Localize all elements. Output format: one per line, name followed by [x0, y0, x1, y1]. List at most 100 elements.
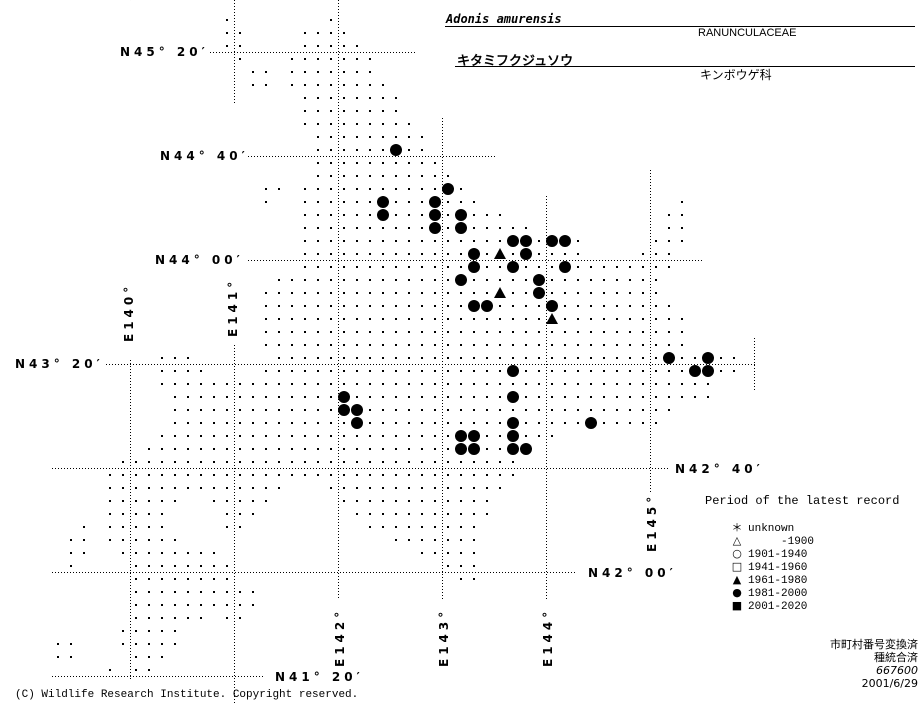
- family-latin: RANUNCULACEAE: [698, 27, 797, 39]
- mesh-dot: [434, 448, 436, 450]
- mesh-dot: [551, 253, 553, 255]
- mesh-dot: [499, 474, 501, 476]
- mesh-dot: [304, 344, 306, 346]
- lat-label-n41-20: N41° 20′: [275, 670, 364, 684]
- mesh-dot: [265, 396, 267, 398]
- mesh-dot: [369, 71, 371, 73]
- mesh-dot: [174, 487, 176, 489]
- mesh-dot: [486, 435, 488, 437]
- mesh-dot: [447, 344, 449, 346]
- mesh-dot: [148, 630, 150, 632]
- mesh-dot: [343, 279, 345, 281]
- mesh-dot: [486, 253, 488, 255]
- mesh-dot: [382, 409, 384, 411]
- mesh-dot: [616, 357, 618, 359]
- mesh-dot: [616, 266, 618, 268]
- mesh-dot: [616, 331, 618, 333]
- mesh-dot: [525, 422, 527, 424]
- mesh-dot: [213, 461, 215, 463]
- mesh-dot: [460, 409, 462, 411]
- mesh-dot: [265, 188, 267, 190]
- mesh-dot: [460, 383, 462, 385]
- lon-label-e145: E145°: [645, 492, 659, 552]
- scientific-name-underline: [445, 26, 915, 27]
- mesh-dot: [174, 396, 176, 398]
- mesh-dot: [577, 370, 579, 372]
- mesh-dot: [629, 292, 631, 294]
- mesh-dot: [590, 396, 592, 398]
- mesh-dot: [733, 357, 735, 359]
- mesh-dot: [317, 396, 319, 398]
- mesh-dot: [330, 448, 332, 450]
- mesh-dot: [369, 227, 371, 229]
- mesh-dot: [525, 357, 527, 359]
- mesh-dot: [564, 318, 566, 320]
- mesh-dot: [551, 279, 553, 281]
- mesh-dot: [720, 370, 722, 372]
- mesh-dot: [330, 71, 332, 73]
- mesh-dot: [603, 383, 605, 385]
- mesh-dot: [187, 409, 189, 411]
- mesh-dot: [551, 396, 553, 398]
- mesh-dot: [317, 357, 319, 359]
- mesh-dot: [616, 396, 618, 398]
- mesh-dot: [291, 409, 293, 411]
- mesh-dot: [135, 604, 137, 606]
- mesh-dot: [603, 409, 605, 411]
- mesh-dot: [291, 383, 293, 385]
- legend-label: 1961-1980: [748, 575, 808, 587]
- mesh-dot: [434, 240, 436, 242]
- mesh-dot: [148, 526, 150, 528]
- mesh-dot: [564, 383, 566, 385]
- mesh-dot: [200, 461, 202, 463]
- mesh-dot: [525, 331, 527, 333]
- mesh-dot: [356, 149, 358, 151]
- mesh-dot: [642, 253, 644, 255]
- mesh-dot: [369, 396, 371, 398]
- mesh-dot: [408, 448, 410, 450]
- mesh-dot: [642, 305, 644, 307]
- mesh-dot: [668, 318, 670, 320]
- mesh-dot: [473, 214, 475, 216]
- mesh-dot: [343, 175, 345, 177]
- mesh-dot: [109, 539, 111, 541]
- mesh-dot: [551, 409, 553, 411]
- mesh-dot: [291, 58, 293, 60]
- mesh-dot: [135, 474, 137, 476]
- mesh-dot: [642, 279, 644, 281]
- mesh-dot: [421, 318, 423, 320]
- mesh-dot: [447, 279, 449, 281]
- mesh-dot: [538, 370, 540, 372]
- mesh-dot: [421, 370, 423, 372]
- mesh-dot: [434, 370, 436, 372]
- mesh-dot: [135, 669, 137, 671]
- mesh-dot: [642, 266, 644, 268]
- record-1961-1980-marker: [546, 313, 558, 324]
- mesh-dot: [161, 565, 163, 567]
- mesh-dot: [538, 318, 540, 320]
- mesh-dot: [343, 253, 345, 255]
- record-1981-2000-marker: [338, 404, 350, 416]
- mesh-dot: [616, 383, 618, 385]
- mesh-dot: [304, 188, 306, 190]
- mesh-dot: [447, 396, 449, 398]
- mesh-dot: [174, 461, 176, 463]
- mesh-dot: [395, 513, 397, 515]
- mesh-dot: [447, 422, 449, 424]
- record-1981-2000-marker: [351, 417, 363, 429]
- mesh-dot: [148, 552, 150, 554]
- mesh-dot: [278, 357, 280, 359]
- mesh-dot: [70, 656, 72, 658]
- mesh-dot: [629, 357, 631, 359]
- mesh-dot: [330, 45, 332, 47]
- mesh-dot: [564, 279, 566, 281]
- mesh-dot: [330, 162, 332, 164]
- mesh-dot: [122, 487, 124, 489]
- mesh-dot: [421, 149, 423, 151]
- record-1981-2000-marker: [507, 365, 519, 377]
- mesh-dot: [421, 331, 423, 333]
- mesh-dot: [317, 409, 319, 411]
- mesh-dot: [434, 162, 436, 164]
- mesh-dot: [200, 370, 202, 372]
- mesh-dot: [499, 344, 501, 346]
